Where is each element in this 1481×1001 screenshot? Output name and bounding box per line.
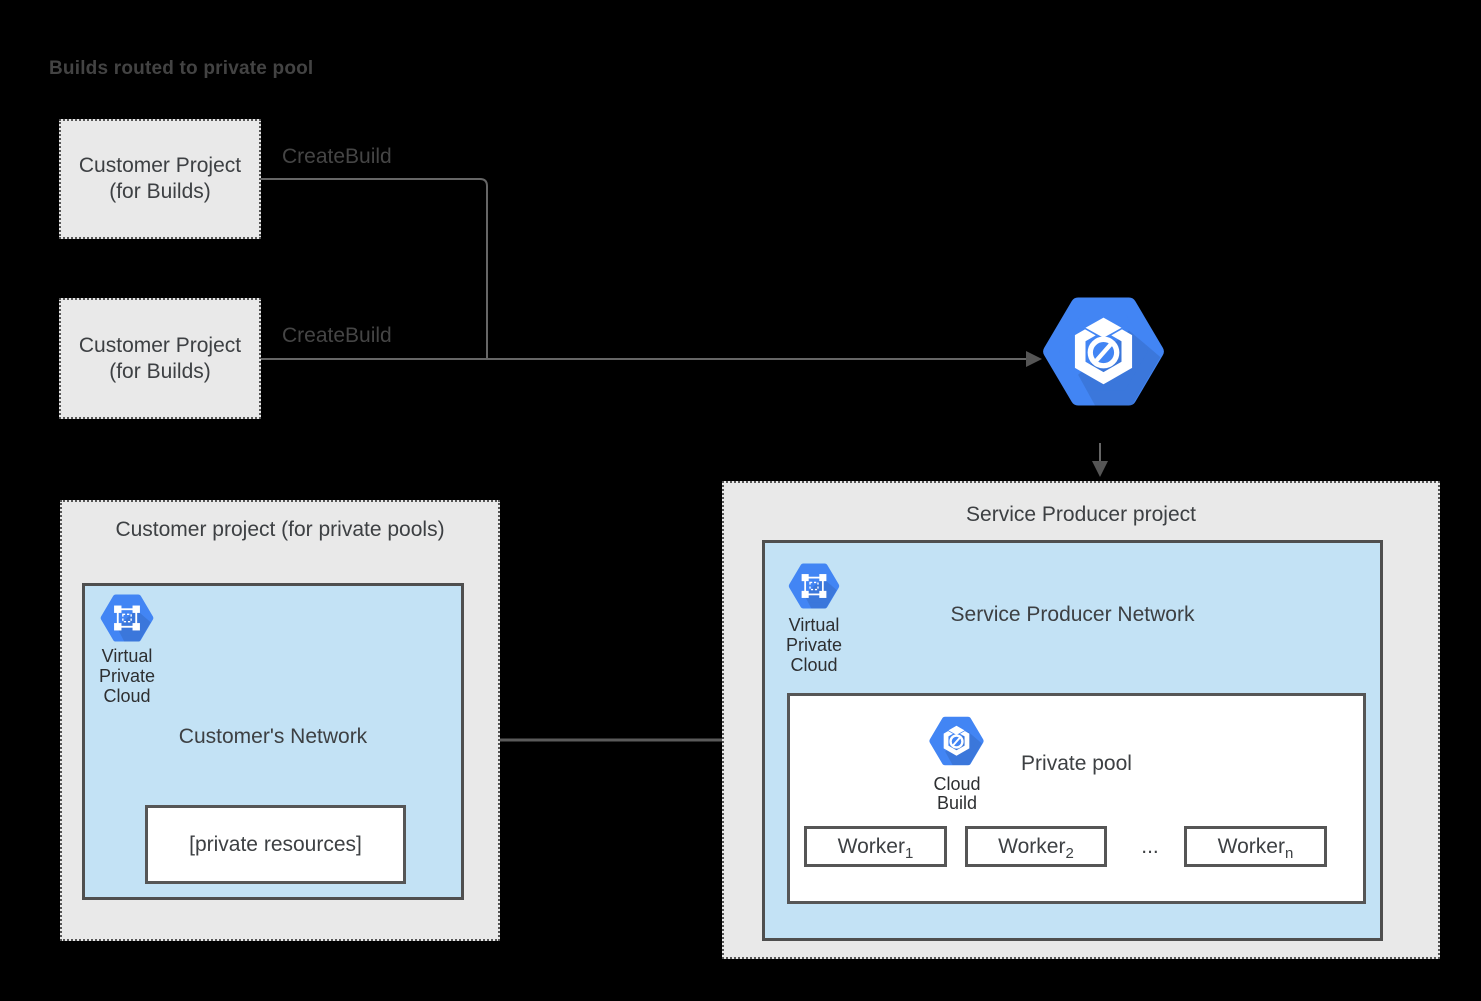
vpc-caption: Virtual Private Cloud [774, 615, 854, 675]
worker-n-label: Workern [1217, 834, 1294, 862]
vpc-caption-line2: Private [98, 666, 156, 686]
private-resources-box: [private resources] [145, 805, 406, 884]
customer-build-project-1-line1: Customer Project [78, 154, 242, 177]
workers-ellipsis: ... [1141, 834, 1159, 858]
vpc-caption: Virtual Private Cloud [87, 646, 167, 706]
customer-build-project-2-line1: Customer Project [78, 333, 242, 357]
customer-build-project-2-line2: (for Builds) [109, 359, 211, 383]
customer-build-project-2: Customer Project (for Builds) [59, 298, 261, 419]
cloud-build-caption-line1: Cloud [933, 774, 981, 794]
vpc-caption-line3: Cloud [103, 686, 151, 706]
service-producer-project-title: Service Producer project [966, 503, 1196, 526]
customer-pool-project-title: Customer project (for private pools) [115, 518, 445, 541]
service-producer-project-box: Service Producer project Virtual Private… [722, 481, 1440, 959]
customer-network-label: Customer's Network [178, 725, 368, 748]
worker-1-label: Worker1 [837, 834, 914, 862]
worker-box-n: Workern [1184, 826, 1327, 867]
private-resources-label: [private resources] [189, 832, 362, 856]
service-producer-network-label: Service Producer Network [950, 603, 1195, 626]
diagram-title: Builds routed to private pool [49, 58, 314, 79]
create-build-label-2: CreateBuild [282, 324, 392, 347]
arrowhead-down [1092, 461, 1108, 477]
worker-box-2: Worker2 [965, 826, 1107, 867]
cloud-build-caption: Cloud Build [907, 775, 1007, 813]
cloud-build-icon [1040, 295, 1167, 408]
customer-network-box: Virtual Private Cloud Customer's Network… [82, 583, 464, 900]
cloud-build-caption-line2: Build [936, 793, 978, 813]
virtual-private-cloud-icon [99, 594, 155, 642]
create-build-label-1: CreateBuild [282, 145, 392, 168]
customer-build-project-1: Customer Project (for Builds) [59, 119, 261, 239]
private-pool-label: Private pool [1021, 752, 1132, 775]
vpc-caption-line2: Private [785, 635, 843, 655]
customer-build-project-1-line2: (for Builds) [109, 180, 211, 203]
worker-2-label: Worker2 [998, 834, 1074, 862]
vpc-caption-line1: Virtual [101, 646, 153, 666]
service-producer-network-box: Virtual Private Cloud Service Producer N… [762, 540, 1383, 941]
private-pool-box: Cloud Build Private pool Worker1 Worker2… [787, 693, 1366, 904]
customer-pool-project-box: Customer project (for private pools) Vir… [60, 500, 500, 941]
worker-box-1: Worker1 [804, 826, 947, 867]
vpc-caption-line1: Virtual [788, 615, 840, 635]
vpc-caption-line3: Cloud [790, 655, 838, 675]
